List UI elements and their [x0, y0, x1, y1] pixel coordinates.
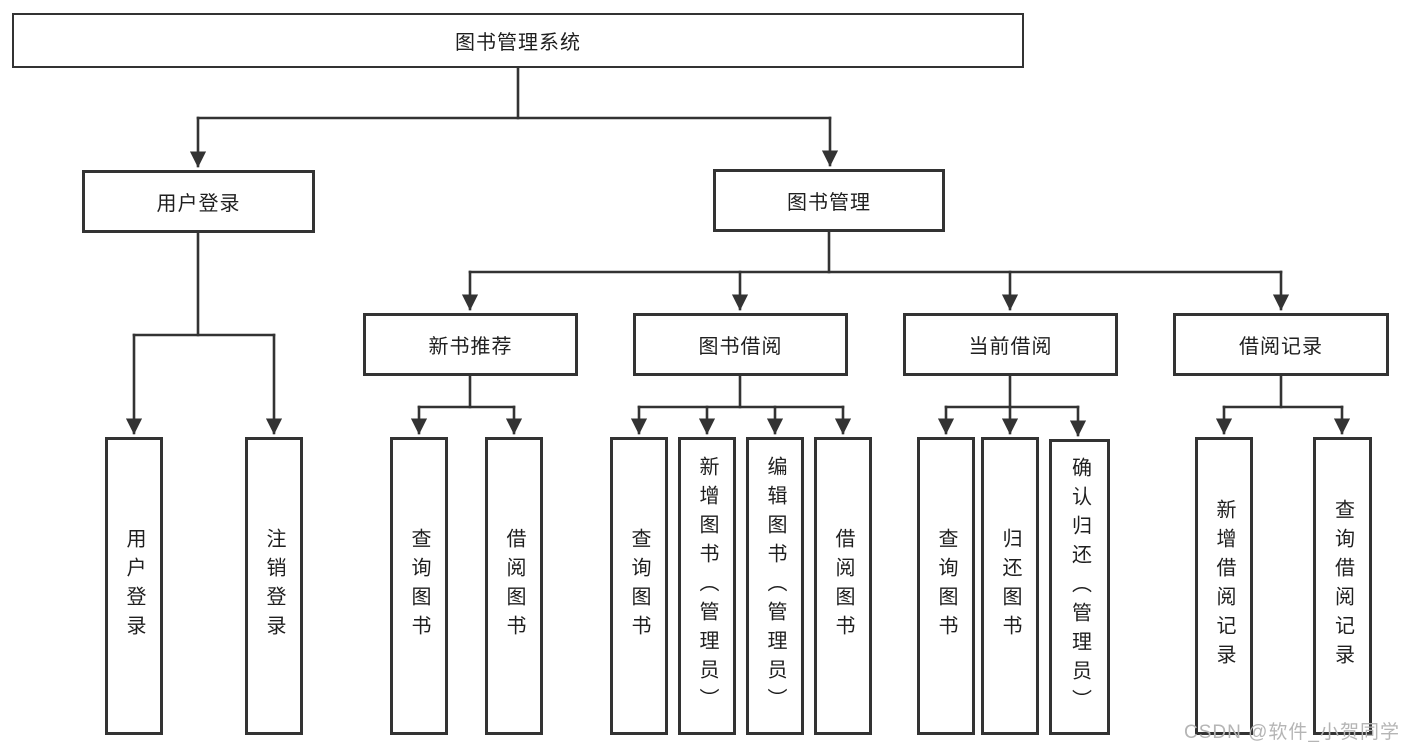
node-new-book-recommend: 新书推荐 [363, 313, 578, 376]
leaf-search-books-borrowing: 查询图书 [610, 437, 668, 735]
node-borrowing-records: 借阅记录 [1173, 313, 1389, 376]
node-book-management: 图书管理 [713, 169, 945, 232]
node-label: 查询图书 [628, 528, 650, 644]
connector-group [125, 66, 1351, 437]
leaf-confirm-return-admin: 确认归还（管理员） [1049, 439, 1110, 735]
node-label: 用户登录 [156, 193, 241, 215]
node-label: 图书管理 [787, 192, 871, 214]
node-current-borrowing: 当前借阅 [903, 313, 1118, 376]
node-label: 注销登录 [263, 528, 285, 644]
node-label: 借阅记录 [1239, 336, 1323, 358]
leaf-add-borrow-record: 新增借阅记录 [1195, 437, 1253, 735]
node-library-management-system: 图书管理系统 [12, 13, 1024, 68]
node-label: 借阅图书 [503, 528, 525, 644]
leaf-borrow-books-borrowing: 借阅图书 [814, 437, 872, 735]
node-label: 新增图书（管理员） [696, 455, 718, 717]
node-label: 归还图书 [999, 528, 1021, 644]
leaf-search-books-recommend: 查询图书 [390, 437, 448, 735]
leaf-user-login: 用户登录 [105, 437, 163, 735]
node-label: 新增借阅记录 [1213, 499, 1235, 673]
node-label: 查询图书 [935, 528, 957, 644]
leaf-add-books-admin: 新增图书（管理员） [678, 437, 736, 735]
node-book-borrowing: 图书借阅 [633, 313, 848, 376]
leaf-return-books: 归还图书 [981, 437, 1039, 735]
node-label: 借阅图书 [832, 528, 854, 644]
node-user-login: 用户登录 [82, 170, 315, 233]
leaf-search-borrow-record: 查询借阅记录 [1313, 437, 1372, 735]
csdn-watermark: CSDN @软件_小贺同学 [1184, 722, 1400, 743]
leaf-edit-books-admin: 编辑图书（管理员） [746, 437, 804, 735]
leaf-search-books-current: 查询图书 [917, 437, 975, 735]
node-label: 确认归还（管理员） [1068, 456, 1091, 718]
node-label: 图书借阅 [698, 336, 783, 358]
node-label: 查询图书 [408, 528, 430, 644]
node-label: 编辑图书（管理员） [764, 455, 786, 717]
node-label: 新书推荐 [428, 336, 513, 358]
node-label: 当前借阅 [968, 336, 1053, 358]
node-label: 用户登录 [123, 528, 145, 644]
leaf-borrow-books-recommend: 借阅图书 [485, 437, 543, 735]
node-label: 查询借阅记录 [1331, 499, 1354, 673]
leaf-logout: 注销登录 [245, 437, 303, 735]
node-label: 图书管理系统 [455, 32, 581, 54]
